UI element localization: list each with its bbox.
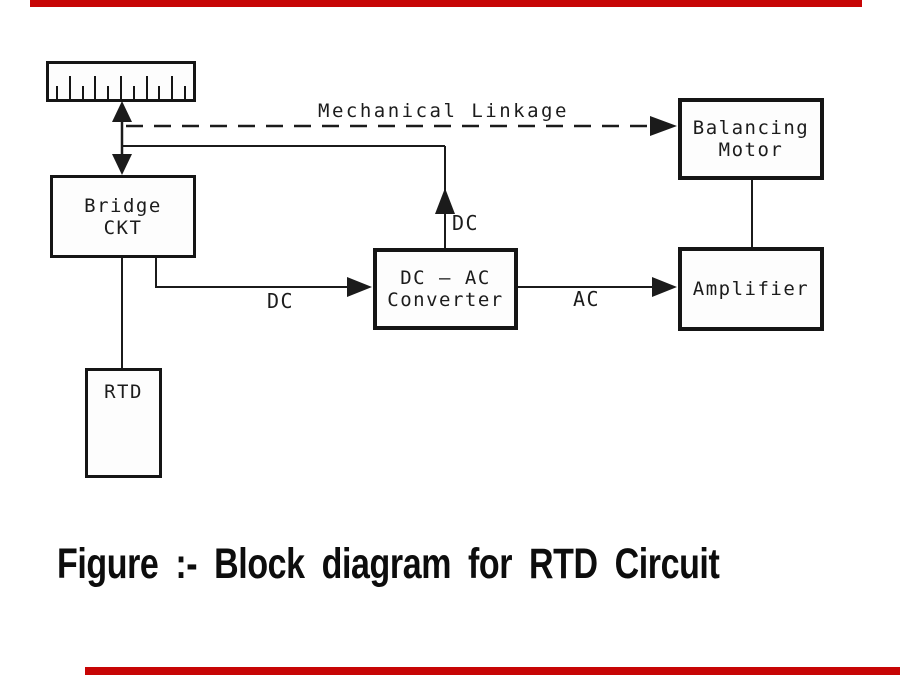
scale-tick xyxy=(145,76,148,99)
slide-border-top xyxy=(30,0,862,7)
scale-tick xyxy=(68,76,71,99)
bridge-to-converter-line xyxy=(155,257,348,288)
arrow-right-icon xyxy=(347,277,372,297)
block-label: DC — AC xyxy=(400,267,491,289)
scale-tick xyxy=(94,76,97,99)
label-dc-input: DC xyxy=(267,289,295,313)
label-mechanical-linkage: Mechanical Linkage xyxy=(318,100,569,122)
block-label: Bridge xyxy=(84,194,162,217)
block-label: CKT xyxy=(103,216,143,239)
scale-tick xyxy=(171,76,174,99)
label-ac-output: AC xyxy=(573,287,601,311)
arrow-right-icon xyxy=(650,116,677,136)
arrow-right-icon xyxy=(652,277,677,297)
scale-tick xyxy=(132,86,135,99)
block-label: RTD xyxy=(104,381,143,403)
scale-tick xyxy=(81,86,84,99)
scale-tick xyxy=(119,76,122,99)
label-dc-feedback: DC xyxy=(452,211,480,235)
block-dc-ac-converter: DC — AC Converter xyxy=(373,248,518,330)
scale-indicator-icon xyxy=(46,61,196,102)
arrow-down-icon xyxy=(112,154,132,175)
block-label: Converter xyxy=(387,289,504,311)
block-amplifier: Amplifier xyxy=(678,247,824,331)
block-balancing-motor: Balancing Motor xyxy=(678,98,824,180)
figure-caption: Figure :- Block diagram for RTD Circuit xyxy=(57,540,720,588)
arrow-up-icon xyxy=(435,188,455,214)
block-rtd: RTD xyxy=(85,368,162,478)
slide-border-bottom xyxy=(85,667,900,675)
scale-tick xyxy=(107,86,110,99)
scale-tick xyxy=(183,86,186,99)
block-label: Amplifier xyxy=(692,278,810,300)
block-label: Motor xyxy=(718,139,784,161)
scale-tick xyxy=(56,86,58,99)
scale-tick xyxy=(158,86,161,99)
block-label: Balancing xyxy=(692,117,810,139)
arrow-up-icon xyxy=(112,101,132,122)
block-bridge-ckt: Bridge CKT xyxy=(50,175,196,258)
